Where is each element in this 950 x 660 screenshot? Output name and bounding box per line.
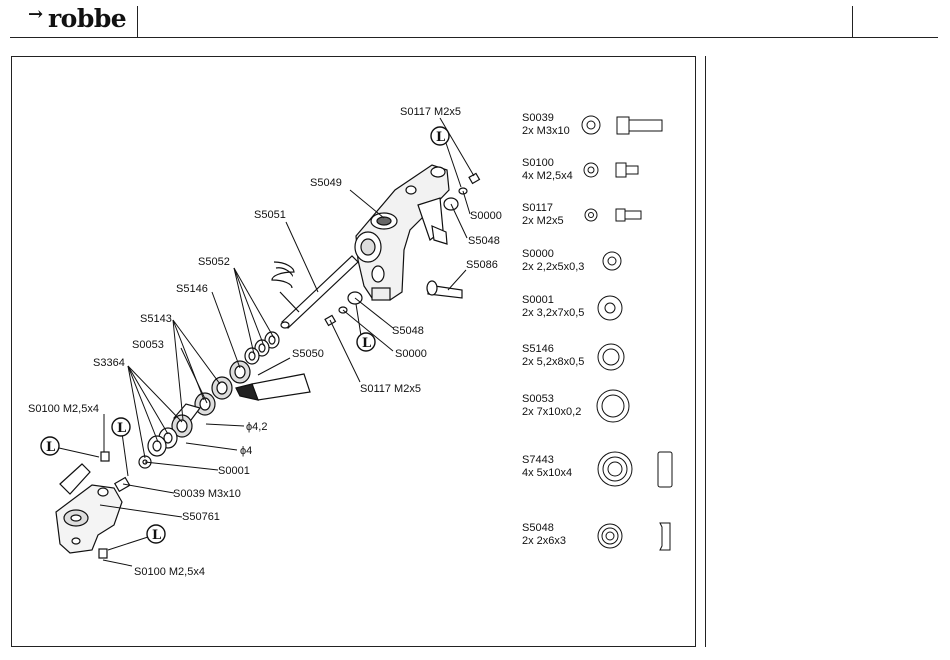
bearing-stack bbox=[138, 331, 280, 469]
svg-text:S5146: S5146 bbox=[522, 343, 554, 355]
callout-s5049: S5049 bbox=[310, 177, 342, 189]
callout-s0117-top: S0117 M2x5 bbox=[400, 106, 461, 118]
tool-s5050 bbox=[235, 373, 311, 401]
callout-s5052: S5052 bbox=[198, 256, 230, 268]
diagram-frame bbox=[11, 56, 696, 647]
callout-s5086: S5086 bbox=[466, 259, 498, 271]
header-rule bbox=[10, 37, 938, 38]
leader-lines bbox=[58, 117, 475, 567]
parts-list-item: S0039 2x M3x10 bbox=[522, 112, 663, 137]
callout-s50761: S50761 bbox=[182, 511, 220, 523]
callout-s5050: S5050 bbox=[292, 348, 324, 360]
loctite-icon: L bbox=[430, 126, 450, 146]
tail-pitch-assembly bbox=[55, 164, 481, 559]
callout-diameter-4-2: ϕ4,2 bbox=[246, 421, 267, 433]
parts-list-item: S0000 2x 2,2x5x0,3 bbox=[522, 248, 622, 273]
loctite-icon: L bbox=[111, 417, 131, 437]
svg-text:4x M2,5x4: 4x M2,5x4 bbox=[522, 170, 573, 182]
robbe-logo: → robbe bbox=[28, 4, 127, 33]
parts-list-item: S5146 2x 5,2x8x0,5 bbox=[522, 343, 625, 371]
svg-text:S0000: S0000 bbox=[522, 248, 554, 260]
screw-s0100-lower bbox=[98, 548, 108, 559]
callout-s5048-mid: S5048 bbox=[392, 325, 424, 337]
svg-text:2x 2x6x3: 2x 2x6x3 bbox=[522, 535, 566, 547]
margin-rule bbox=[705, 56, 706, 647]
svg-text:S0100: S0100 bbox=[522, 157, 554, 169]
screw-s0100-upper bbox=[100, 451, 110, 462]
spring bbox=[271, 261, 300, 313]
svg-text:S5048: S5048 bbox=[522, 522, 554, 534]
svg-text:S0001: S0001 bbox=[522, 294, 554, 306]
callout-s0117-mid: S0117 M2x5 bbox=[360, 383, 421, 395]
callout-s5146: S5146 bbox=[176, 283, 208, 295]
loctite-icon: L bbox=[40, 436, 60, 456]
callout-s0100-bottom: S0100 M2,5x4 bbox=[134, 566, 205, 578]
screw-s0117-top bbox=[468, 172, 481, 185]
svg-text:S0117: S0117 bbox=[522, 202, 553, 214]
callout-s0001: S0001 bbox=[218, 465, 250, 477]
parts-list-item: S0100 4x M2,5x4 bbox=[522, 157, 639, 182]
loctite-icon: L bbox=[356, 332, 376, 352]
svg-text:L: L bbox=[46, 440, 55, 455]
page-header: → robbe bbox=[0, 0, 950, 40]
svg-text:S0053: S0053 bbox=[522, 393, 554, 405]
parts-list-item: S0053 2x 7x10x0,2 bbox=[522, 389, 630, 423]
svg-text:L: L bbox=[436, 130, 445, 145]
parts-list-item: S0001 2x 3,2x7x0,5 bbox=[522, 294, 623, 321]
callout-s5051: S5051 bbox=[254, 209, 286, 221]
loctite-markers: L L L L L bbox=[40, 126, 450, 544]
header-divider bbox=[852, 6, 853, 37]
svg-text:S7443: S7443 bbox=[522, 454, 554, 466]
callout-s5048-top: S5048 bbox=[468, 235, 500, 247]
callout-s3364: S3364 bbox=[93, 357, 125, 369]
screw-s0039 bbox=[113, 476, 131, 493]
svg-text:S0039: S0039 bbox=[522, 112, 554, 124]
svg-text:L: L bbox=[117, 421, 126, 436]
callout-s5143: S5143 bbox=[140, 313, 172, 325]
svg-text:L: L bbox=[152, 528, 161, 543]
loctite-icon: L bbox=[146, 524, 166, 544]
pitch-lever-s50761 bbox=[55, 463, 123, 554]
callout-labels: S0117 M2x5 S5049 S5051 S0000 S5048 S5052… bbox=[28, 106, 502, 578]
brand-name: robbe bbox=[48, 4, 127, 33]
callout-s0000-top: S0000 bbox=[470, 210, 502, 222]
svg-text:2x 2,2x5x0,3: 2x 2,2x5x0,3 bbox=[522, 261, 584, 273]
callout-s0100-left: S0100 M2,5x4 bbox=[28, 403, 99, 415]
logo-arrow-mark: → bbox=[28, 4, 43, 25]
parts-list-item: S7443 4x 5x10x4 bbox=[522, 451, 673, 488]
svg-text:4x 5x10x4: 4x 5x10x4 bbox=[522, 467, 572, 479]
parts-list-item: S5048 2x 2x6x3 bbox=[522, 522, 671, 551]
svg-text:2x 3,2x7x0,5: 2x 3,2x7x0,5 bbox=[522, 307, 584, 319]
tail-shaft-s5051 bbox=[280, 255, 359, 329]
callout-diameter-4: ϕ4 bbox=[240, 445, 252, 457]
pin-s5086 bbox=[426, 280, 463, 299]
callout-s0039: S0039 M3x10 bbox=[173, 488, 241, 500]
callout-s0000-mid: S0000 bbox=[395, 348, 427, 360]
parts-list-item: S0117 2x M2x5 bbox=[522, 202, 642, 227]
svg-text:2x M3x10: 2x M3x10 bbox=[522, 125, 570, 137]
parts-list: S0039 2x M3x10 S0100 4x M2,5x4 S0117 2x … bbox=[522, 112, 673, 551]
svg-text:2x M2x5: 2x M2x5 bbox=[522, 215, 564, 227]
callout-s0053: S0053 bbox=[132, 339, 164, 351]
svg-text:2x 7x10x0,2: 2x 7x10x0,2 bbox=[522, 406, 581, 418]
header-divider bbox=[137, 6, 138, 37]
svg-text:L: L bbox=[362, 336, 371, 351]
mount-block-s5049 bbox=[354, 164, 450, 301]
svg-text:2x 5,2x8x0,5: 2x 5,2x8x0,5 bbox=[522, 356, 584, 368]
